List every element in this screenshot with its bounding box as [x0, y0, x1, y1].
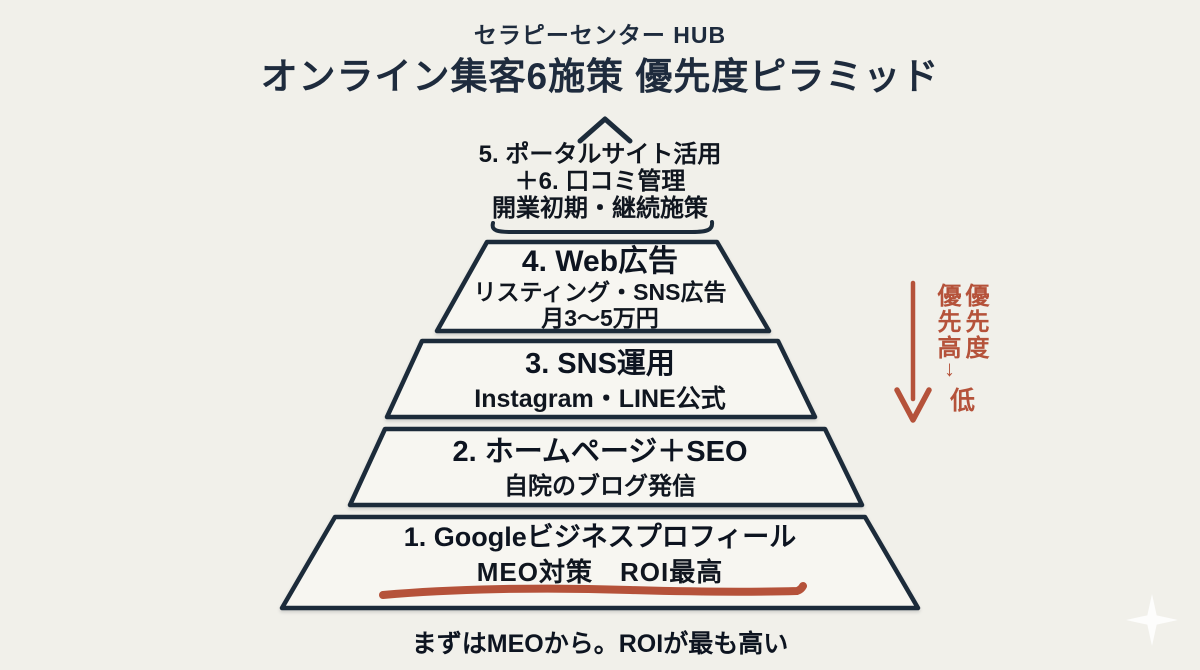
- tier-2-label: 2. ホームページ＋SEO 自院のブログ発信: [0, 430, 1200, 505]
- apex-underline: [490, 220, 715, 234]
- apex-note-line-3: 開業初期・継続施策: [492, 195, 708, 222]
- priority-down-arrowhead: [894, 387, 932, 423]
- tier-1-label: 1. Googleビジネスプロフィール MEO対策 ROI最高: [0, 517, 1200, 591]
- tier-4-sub1: リスティング・SNS広告: [473, 278, 727, 305]
- tier-4-sub2: 月3〜5万円: [541, 304, 659, 331]
- emphasis-underline: [379, 582, 807, 599]
- apex-note-line-2: ＋6. 口コミ管理: [514, 168, 686, 195]
- apex-chevron-icon: [577, 116, 633, 144]
- priority-legend-column-right: 優先度: [961, 283, 988, 361]
- tier-3-shape: [384, 338, 818, 420]
- tier-1-title: 1. Googleビジネスプロフィール: [403, 522, 797, 552]
- brand-label: セラピーセンター HUB: [473, 22, 727, 48]
- tier-2-title: 2. ホームページ＋SEO: [452, 436, 748, 468]
- priority-legend-low-label: 低: [950, 387, 976, 415]
- apex-note-line-1: 5. ポータルサイト活用: [478, 141, 722, 168]
- apex-note: 5. ポータルサイト活用 ＋6. 口コミ管理 開業初期・継続施策: [0, 141, 1200, 222]
- tier-4-label: 4. Web広告 リスティング・SNS広告 月3〜5万円: [0, 243, 1200, 331]
- tier-4-shape: [434, 239, 772, 334]
- footer-note: まずはMEOから。ROIが最も高い: [411, 630, 789, 658]
- tier-4-title: 4. Web広告: [521, 244, 679, 278]
- tier-3-sub1: Instagram・LINE公式: [474, 385, 726, 413]
- tier-2-shape: [347, 426, 865, 508]
- tier-1-shape: [279, 514, 921, 611]
- tier-3-label: 3. SNS運用 Instagram・LINE公式: [0, 342, 1200, 417]
- priority-legend-column-left: 優先高: [933, 283, 960, 361]
- tier-3-title: 3. SNS運用: [525, 348, 675, 380]
- priority-legend-arrow-icon: ↓: [944, 356, 955, 381]
- page-title: オンライン集客6施策 優先度ピラミッド: [260, 56, 940, 97]
- tier-2-sub1: 自院のブログ発信: [504, 473, 696, 500]
- tier-1-sub1: MEO対策 ROI最高: [476, 557, 724, 587]
